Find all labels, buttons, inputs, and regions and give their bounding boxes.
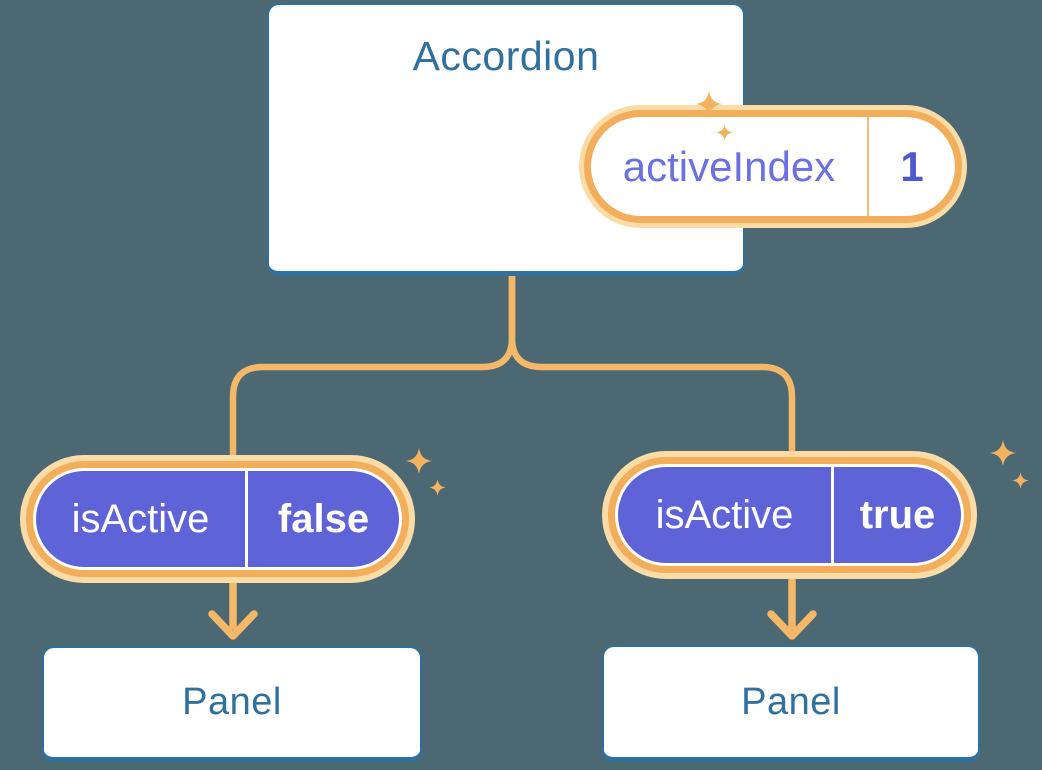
connector-left-branch — [229, 270, 516, 458]
accordion-card: Accordion activeIndex 1 — [267, 3, 967, 276]
sparkle-large-left-pill-icon — [405, 447, 433, 475]
state-pill-ring: activeIndex 1 — [584, 110, 962, 223]
sparkle-large-accordion-icon — [695, 90, 723, 118]
sparkle-small-right-pill-icon — [1012, 472, 1029, 489]
state-pill-divider — [867, 117, 869, 216]
prop-pill-right-ring: isActive true — [608, 457, 971, 573]
prop-pill-left-body: isActive false — [33, 468, 402, 570]
sparkle-large-right-pill-icon — [989, 439, 1017, 467]
prop-pill-left-ring: isActive false — [26, 461, 409, 577]
state-pill: activeIndex 1 — [579, 105, 967, 228]
prop-label-left: isActive — [71, 496, 210, 541]
panel-card-left: Panel — [42, 646, 422, 762]
state-value: 1 — [900, 142, 924, 190]
panel-title-right: Panel — [741, 680, 841, 723]
accordion-title: Accordion — [412, 33, 600, 79]
connector-right-branch — [508, 270, 796, 454]
arrow-down-right-icon — [767, 576, 817, 640]
panel-card-right: Panel — [602, 645, 980, 762]
state-label: activeIndex — [622, 142, 836, 190]
prop-pill-left: isActive false — [20, 455, 415, 583]
prop-pill-right-body: isActive true — [615, 464, 964, 566]
prop-pill-right: isActive true — [602, 451, 977, 579]
sparkle-small-left-pill-icon — [429, 479, 446, 496]
prop-label-right: isActive — [655, 492, 794, 537]
prop-value-left: false — [245, 471, 399, 567]
arrow-down-left-icon — [208, 578, 258, 640]
sparkle-small-accordion-icon — [716, 124, 733, 141]
prop-value-right: true — [831, 467, 961, 563]
state-pill-body: activeIndex 1 — [591, 117, 955, 216]
panel-title-left: Panel — [182, 681, 282, 723]
